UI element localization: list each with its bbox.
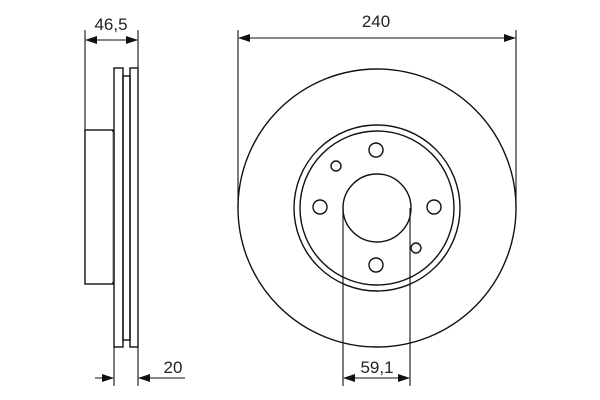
outer-diameter-label: 240: [362, 12, 390, 31]
locating-hole: [410, 242, 422, 254]
locating-hole: [330, 160, 342, 172]
inner-friction-plate: [113, 67, 124, 348]
bolt-hole: [312, 199, 328, 215]
overall-width-label: 46,5: [94, 15, 127, 34]
front-view: 240 59,1: [237, 12, 517, 386]
hub-inner-ring: [299, 130, 455, 286]
bolt-hole: [368, 257, 384, 273]
outer-friction-plate: [129, 67, 139, 348]
disc-outer-edge: [237, 68, 517, 348]
thickness-label: 20: [164, 358, 183, 377]
vent-channel: [122, 75, 131, 341]
side-view: 46,5 20: [84, 15, 185, 386]
hub-profile: [84, 129, 114, 285]
hub-outer-ring: [293, 124, 461, 292]
bore-diameter-label: 59,1: [360, 358, 393, 377]
bolt-hole: [368, 142, 384, 158]
center-bore: [342, 173, 412, 243]
bolt-hole: [426, 199, 442, 215]
